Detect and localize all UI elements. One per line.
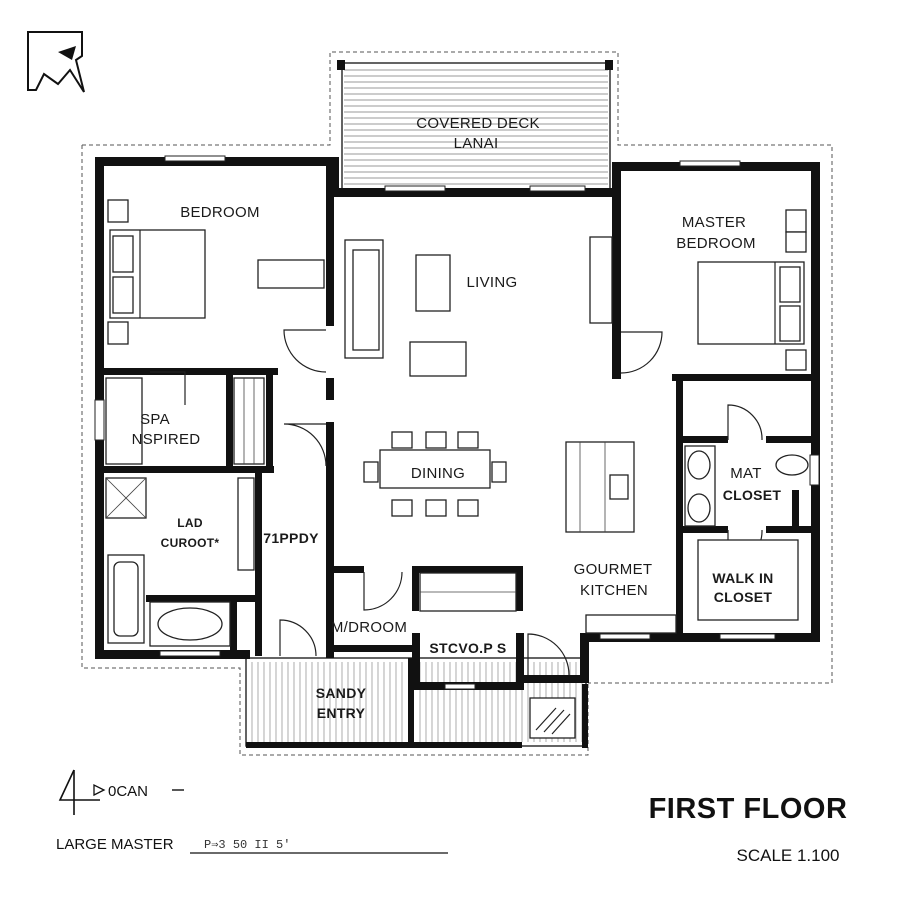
- north-label: 0CAN: [108, 783, 148, 800]
- north-arrow-icon: [58, 769, 184, 815]
- label-mat: MAT: [730, 465, 761, 482]
- label-mudroom: M/DROOM: [331, 619, 407, 636]
- covered-deck: [337, 60, 613, 190]
- logo-icon: [27, 31, 85, 93]
- storage-shelves: [419, 572, 576, 739]
- interior-walls: [104, 166, 820, 658]
- master-furniture: [697, 209, 807, 371]
- label-pantry: 71PPDY: [263, 530, 319, 546]
- kitchen-island: [565, 441, 677, 634]
- label-storage: STCVO.P S: [429, 640, 506, 656]
- label-lanai: LANAI: [454, 135, 499, 152]
- label-sandy: SANDY: [316, 685, 367, 701]
- closet-fixtures: [684, 445, 809, 621]
- label-master: MASTER: [682, 214, 746, 231]
- label-gourmet: GOURMET: [574, 561, 653, 578]
- label-lad: LAD: [177, 516, 203, 530]
- label-walk-in-closet: CLOSET: [714, 589, 773, 605]
- label-bedroom: BEDROOM: [180, 204, 260, 221]
- windows: [94, 155, 820, 690]
- spa-fixtures: [105, 377, 265, 465]
- label-covered-deck: COVERED DECK: [416, 115, 540, 132]
- label-spa-inspired: NSPIRED: [132, 431, 201, 448]
- bedroom-furniture: [107, 199, 325, 345]
- label-mat-closet: CLOSET: [723, 487, 782, 503]
- label-master-bedroom: BEDROOM: [676, 235, 756, 252]
- plan-name: LARGE MASTER: [56, 836, 174, 853]
- dining-furniture: [363, 431, 507, 517]
- label-entry: ENTRY: [317, 705, 366, 721]
- bath-fixtures: [105, 477, 255, 647]
- living-furniture: [344, 236, 613, 377]
- label-curoot: CUROOT*: [161, 536, 220, 550]
- plan-code: P⇒3 50 II 5': [204, 838, 290, 852]
- label-walk-in: WALK IN: [712, 570, 773, 586]
- sheet-title: FIRST FLOOR: [649, 793, 848, 825]
- sheet-scale: SCALE 1.100: [736, 846, 839, 865]
- label-living: LIVING: [467, 274, 518, 291]
- label-kitchen: KITCHEN: [580, 582, 648, 599]
- label-dining: DINING: [411, 465, 465, 482]
- label-spa: SPA: [140, 411, 170, 428]
